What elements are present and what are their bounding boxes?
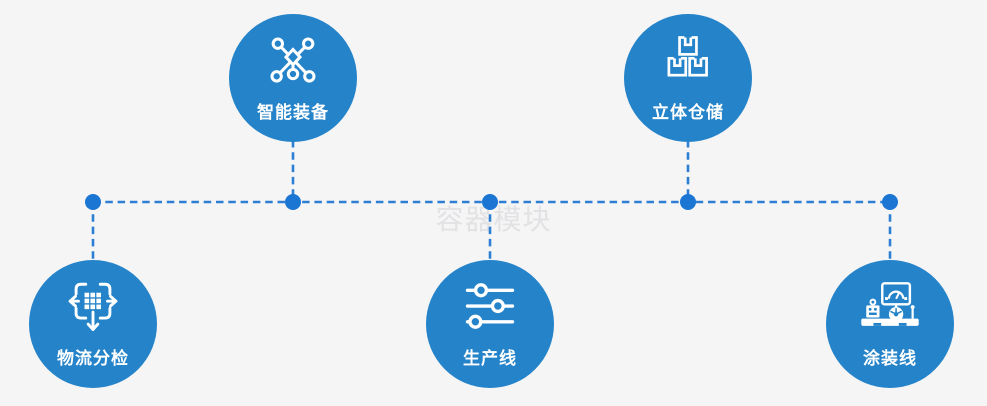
stacked-boxes-icon: [661, 30, 715, 90]
node-label: 立体仓储: [652, 103, 724, 123]
node-label: 物流分检: [57, 349, 129, 369]
junction-dot: [882, 194, 898, 210]
junction-dot: [482, 194, 498, 210]
node-logistics-sorting: 物流分检: [29, 260, 157, 388]
sorting-arrows-icon: [64, 276, 122, 336]
node-production-line: 生产线: [426, 260, 554, 388]
control-station-icon: [859, 276, 921, 336]
junction-dot: [680, 194, 696, 210]
node-smart-equipment: 智能装备: [229, 14, 357, 142]
node-warehouse: 立体仓储: [624, 14, 752, 142]
node-coating-line: 涂装线: [826, 260, 954, 388]
junction-dot: [285, 194, 301, 210]
node-label: 涂装线: [863, 349, 917, 369]
node-label: 生产线: [463, 349, 517, 369]
node-label: 智能装备: [257, 103, 329, 123]
sliders-icon: [463, 276, 517, 336]
junction-dot: [85, 194, 101, 210]
network-nodes-icon: [265, 30, 321, 90]
